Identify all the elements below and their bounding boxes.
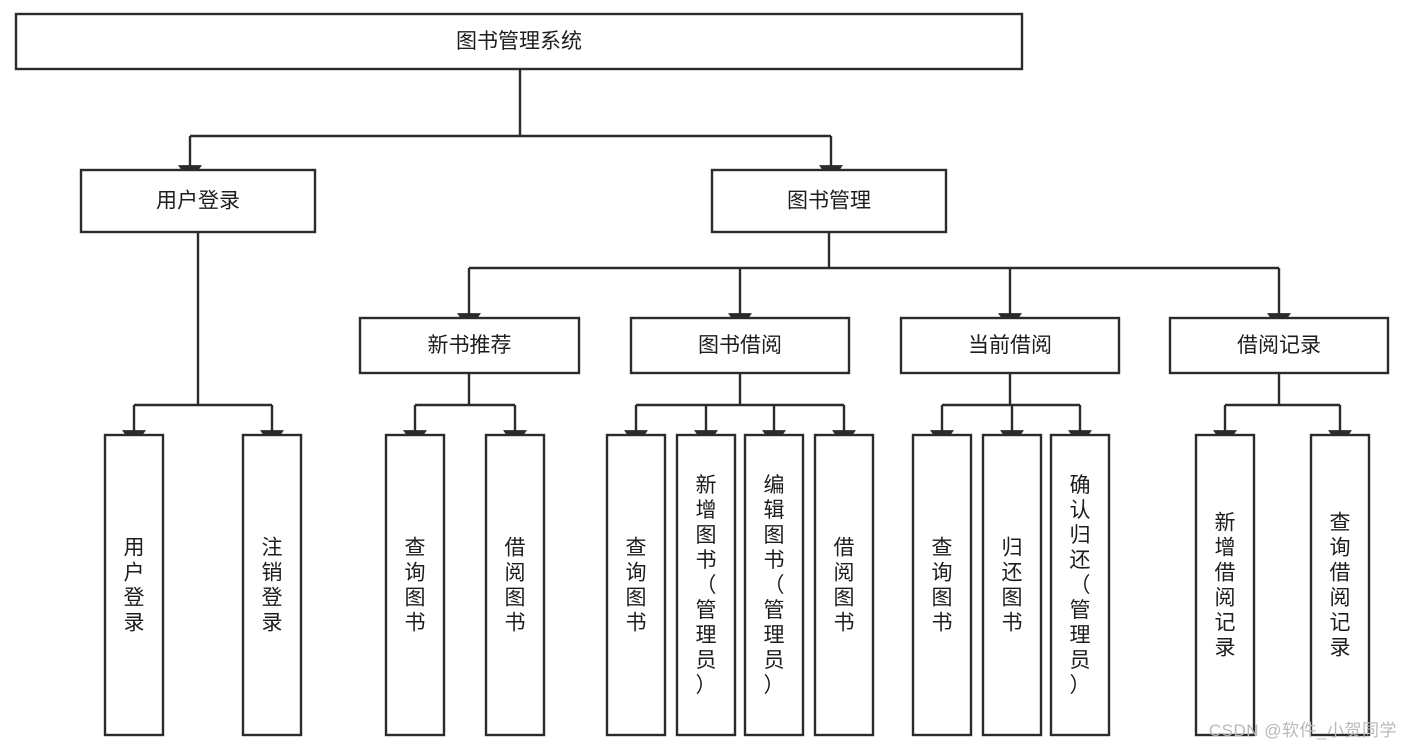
edge-group-book-manage (457, 232, 1291, 330)
node-box[interactable] (384, 433, 446, 737)
node-label: 新书推荐 (428, 334, 512, 357)
node-leaf-logout[interactable]: 注销登录 (241, 433, 303, 737)
node-box[interactable] (675, 433, 737, 737)
node-box[interactable] (629, 316, 851, 375)
node-box[interactable] (899, 316, 1121, 375)
node-leaf-user-login[interactable]: 用户登录 (103, 433, 165, 737)
node-label: 用户登录 (124, 536, 145, 634)
edge-layer (122, 69, 1352, 447)
node-book-borrow[interactable]: 图书借阅 (629, 316, 851, 375)
node-box[interactable] (743, 433, 805, 737)
edge-group-borrow-record (1213, 373, 1352, 447)
node-leaf-borrow-book-2[interactable]: 借阅图书 (813, 433, 875, 737)
node-borrow-record[interactable]: 借阅记录 (1168, 316, 1390, 375)
node-label: 图书管理系统 (456, 30, 582, 53)
node-leaf-return-book[interactable]: 归还图书 (981, 433, 1043, 737)
node-box[interactable] (14, 12, 1024, 71)
node-box[interactable] (358, 316, 581, 375)
node-box[interactable] (813, 433, 875, 737)
node-box[interactable] (1194, 433, 1256, 737)
node-box[interactable] (710, 168, 948, 234)
node-book-manage[interactable]: 图书管理 (710, 168, 948, 234)
node-leaf-confirm-return[interactable]: 确认归还（管理员） (1049, 433, 1111, 737)
node-label: 编辑图书（管理员） (764, 474, 785, 697)
edge-group-book-borrow (624, 373, 856, 447)
node-label: 图书管理 (787, 190, 871, 213)
node-box[interactable] (981, 433, 1043, 737)
node-box[interactable] (79, 168, 317, 234)
node-leaf-add-book[interactable]: 新增图书（管理员） (675, 433, 737, 737)
node-label: 借阅记录 (1237, 334, 1321, 357)
node-leaf-query-record[interactable]: 查询借阅记录 (1309, 433, 1371, 737)
node-label: 新增借阅记录 (1215, 511, 1236, 659)
node-current-borrow[interactable]: 当前借阅 (899, 316, 1121, 375)
node-label: 查询借阅记录 (1330, 511, 1351, 659)
node-label: 新增图书（管理员） (696, 474, 717, 697)
node-label: 查询图书 (626, 536, 647, 634)
node-leaf-query-book-2[interactable]: 查询图书 (605, 433, 667, 737)
node-box[interactable] (911, 433, 973, 737)
node-box[interactable] (1049, 433, 1111, 737)
node-leaf-query-book-1[interactable]: 查询图书 (384, 433, 446, 737)
node-box[interactable] (1168, 316, 1390, 375)
node-box[interactable] (605, 433, 667, 737)
node-label: 确认归还（管理员） (1070, 474, 1091, 697)
node-label: 查询图书 (405, 536, 426, 634)
node-label: 注销登录 (262, 536, 283, 634)
node-label: 当前借阅 (968, 334, 1052, 357)
node-box[interactable] (241, 433, 303, 737)
node-box[interactable] (1309, 433, 1371, 737)
node-label: 借阅图书 (505, 536, 526, 634)
node-box[interactable] (103, 433, 165, 737)
node-label: 用户登录 (156, 190, 240, 213)
edge-group-new-book-rec (403, 373, 527, 447)
node-label: 图书借阅 (698, 334, 782, 357)
node-leaf-add-record[interactable]: 新增借阅记录 (1194, 433, 1256, 737)
node-label: 查询图书 (932, 536, 953, 634)
csdn-watermark: CSDN @软件_小贺同学 (1208, 721, 1397, 740)
node-box[interactable] (484, 433, 546, 737)
node-layer: 图书管理系统用户登录图书管理新书推荐图书借阅当前借阅借阅记录用户登录注销登录查询… (14, 12, 1390, 737)
node-root[interactable]: 图书管理系统 (14, 12, 1024, 71)
edge-group-root (178, 69, 843, 182)
node-label: 借阅图书 (834, 536, 855, 634)
node-leaf-borrow-book-1[interactable]: 借阅图书 (484, 433, 546, 737)
node-label: 归还图书 (1002, 536, 1023, 634)
edge-group-current-borrow (930, 373, 1092, 447)
node-user-login[interactable]: 用户登录 (79, 168, 317, 234)
node-leaf-edit-book[interactable]: 编辑图书（管理员） (743, 433, 805, 737)
node-new-book-rec[interactable]: 新书推荐 (358, 316, 581, 375)
edge-group-user-login (122, 232, 284, 447)
node-leaf-query-book-3[interactable]: 查询图书 (911, 433, 973, 737)
